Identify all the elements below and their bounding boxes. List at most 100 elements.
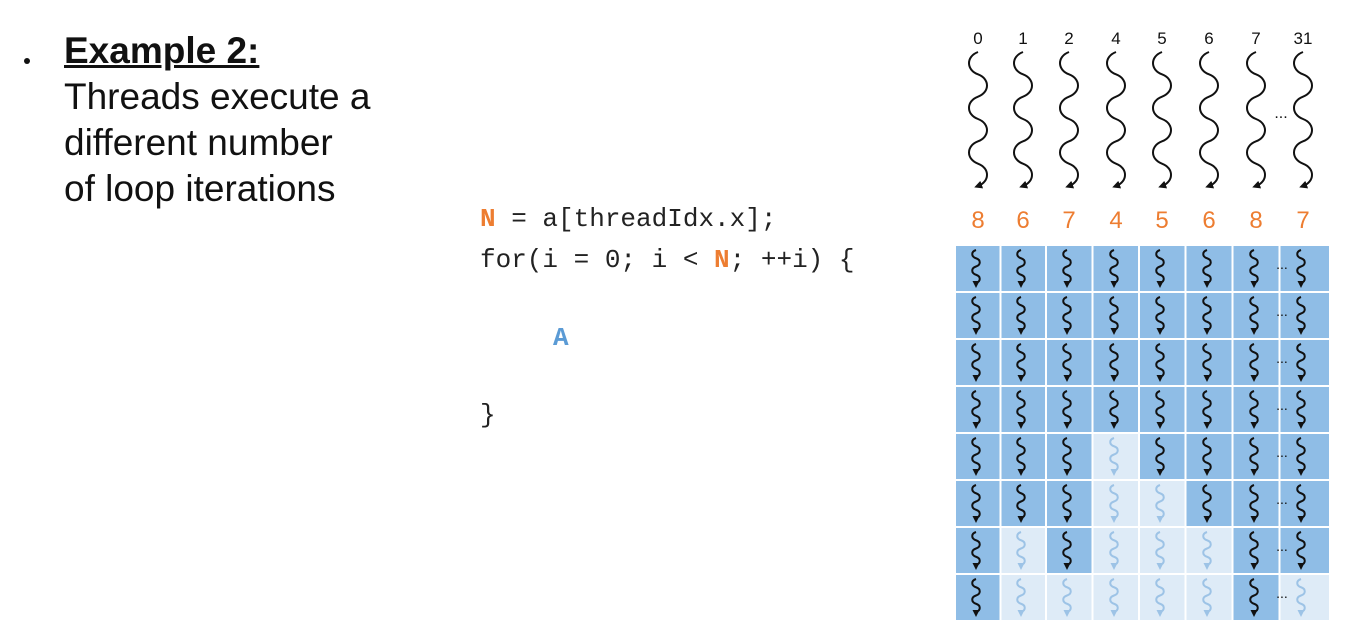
inactive-cell <box>1001 575 1045 620</box>
active-thread <box>1016 296 1026 331</box>
active-cell <box>1001 481 1045 526</box>
thread-arrowhead <box>1156 516 1164 523</box>
top-thread-arrow <box>1293 51 1313 189</box>
thread-arrowhead <box>1250 563 1258 570</box>
active-cell <box>1001 340 1045 385</box>
thread-id-label: 0 <box>973 29 982 48</box>
active-cell <box>1186 434 1232 479</box>
inactive-cell <box>1186 575 1232 620</box>
inactive-cell <box>1140 481 1185 526</box>
thread-arrowhead <box>1017 610 1025 617</box>
thread-arrowhead <box>972 469 980 476</box>
iteration-count-label: 8 <box>971 207 984 234</box>
active-cell <box>1280 340 1329 385</box>
active-cell <box>1233 340 1279 385</box>
active-thread <box>1296 390 1306 425</box>
active-thread <box>1062 343 1072 378</box>
inactive-thread <box>1109 531 1119 566</box>
active-thread <box>1109 343 1119 378</box>
active-cell <box>1047 528 1092 573</box>
active-thread <box>1155 343 1165 378</box>
code-loop-body: A <box>553 323 569 353</box>
code-assignment: = a[threadIdx.x]; <box>495 204 777 234</box>
active-thread <box>1249 343 1259 378</box>
thread-arrowhead <box>1110 516 1118 523</box>
active-thread <box>1109 296 1119 331</box>
top-thread-arrow <box>1059 51 1079 189</box>
active-thread <box>1155 249 1165 284</box>
active-cell <box>1280 387 1329 432</box>
thread-arrowhead <box>1250 610 1258 617</box>
active-thread <box>1016 249 1026 284</box>
active-thread <box>1202 437 1212 472</box>
thread-arrowhead <box>1063 422 1071 429</box>
active-thread <box>1249 296 1259 331</box>
inactive-thread <box>1109 437 1119 472</box>
thread-arrowhead <box>1156 469 1164 476</box>
active-cell <box>1233 575 1279 620</box>
active-thread <box>1202 343 1212 378</box>
active-thread <box>1296 531 1306 566</box>
active-thread <box>1062 296 1072 331</box>
thread-arrowhead <box>972 375 980 382</box>
active-cell <box>1280 293 1329 338</box>
active-thread <box>1296 437 1306 472</box>
active-cell <box>1186 340 1232 385</box>
bullet-dot <box>24 58 30 64</box>
top-thread-arrow <box>1199 51 1219 189</box>
active-cell <box>1047 340 1092 385</box>
thread-arrowhead <box>1250 422 1258 429</box>
inactive-cell <box>1280 575 1329 620</box>
inactive-thread <box>1109 484 1119 519</box>
inactive-thread <box>1155 531 1165 566</box>
iteration-count-label: 6 <box>1202 207 1215 234</box>
active-thread <box>1296 484 1306 519</box>
active-cell <box>1233 387 1279 432</box>
active-cell <box>1233 246 1279 291</box>
thread-arrowhead <box>972 610 980 617</box>
description-line-3: of loop iterations <box>64 168 336 209</box>
top-thread-arrow <box>1246 51 1266 189</box>
thread-arrowhead <box>1203 328 1211 335</box>
thread-arrowhead <box>1297 281 1305 288</box>
active-thread <box>1155 390 1165 425</box>
active-thread <box>1109 249 1119 284</box>
active-thread <box>1202 296 1212 331</box>
thread-arrowhead <box>1110 375 1118 382</box>
active-cell <box>1186 387 1232 432</box>
thread-arrowhead <box>1017 422 1025 429</box>
inactive-thread <box>1016 531 1026 566</box>
inactive-thread <box>1155 484 1165 519</box>
active-cell <box>1140 246 1185 291</box>
active-thread <box>1249 531 1259 566</box>
active-cell <box>1047 434 1092 479</box>
thread-arrowhead <box>1156 610 1164 617</box>
thread-arrowhead <box>972 328 980 335</box>
thread-arrowhead <box>1017 469 1025 476</box>
code-for-tail: ; ++i) { <box>729 245 855 275</box>
thread-arrowhead <box>972 422 980 429</box>
inactive-cell <box>1140 528 1185 573</box>
thread-arrowhead <box>1063 375 1071 382</box>
thread-arrowhead <box>1063 516 1071 523</box>
active-thread <box>1062 249 1072 284</box>
thread-arrowhead <box>1063 328 1071 335</box>
inactive-thread <box>1296 578 1306 613</box>
active-thread <box>971 296 981 331</box>
inactive-thread <box>1016 578 1026 613</box>
thread-arrowhead <box>1110 328 1118 335</box>
thread-arrowhead <box>1063 469 1071 476</box>
active-cell <box>1233 293 1279 338</box>
active-cell <box>1001 246 1045 291</box>
thread-arrowhead <box>1156 422 1164 429</box>
thread-arrowhead <box>1156 375 1164 382</box>
row-ellipsis: ... <box>1276 491 1288 507</box>
active-thread <box>1249 578 1259 613</box>
thread-arrowhead <box>972 281 980 288</box>
active-thread <box>1249 484 1259 519</box>
active-cell <box>1047 481 1092 526</box>
thread-arrowhead <box>1156 281 1164 288</box>
thread-arrowhead <box>1017 516 1025 523</box>
active-thread <box>971 343 981 378</box>
